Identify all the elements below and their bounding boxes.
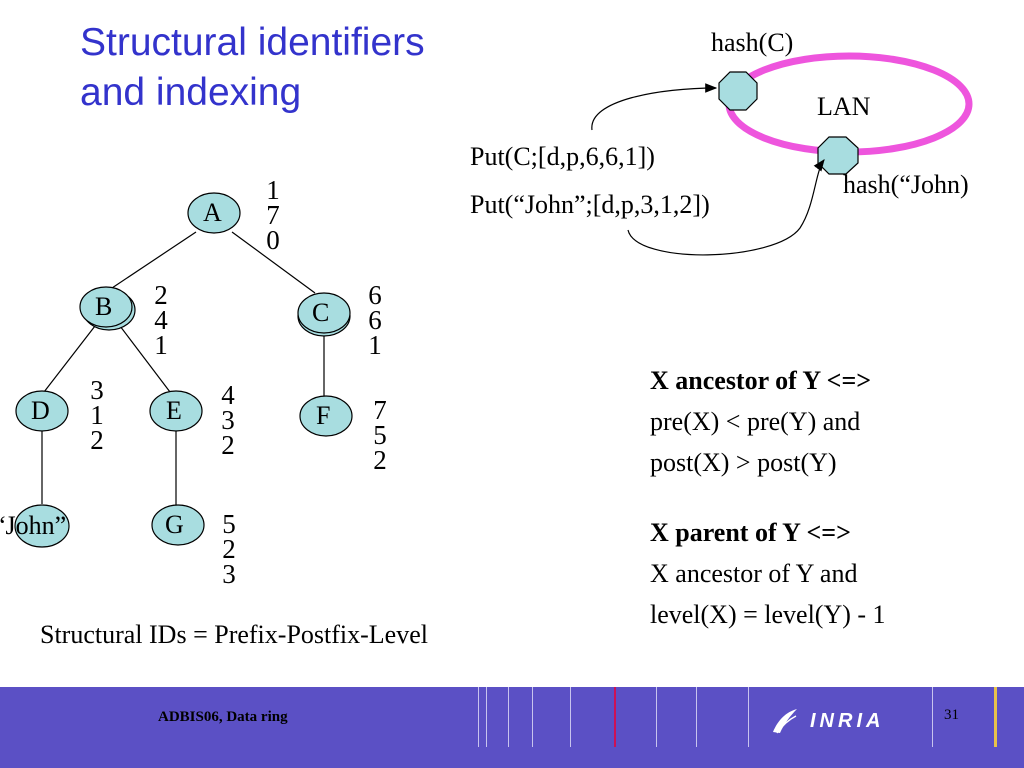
- prefix-d: 3: [90, 375, 104, 405]
- put-john-label: Put(“John”;[d,p,3,1,2]): [470, 190, 710, 219]
- footer-divider: [486, 687, 487, 747]
- arrow-put-c: [591, 83, 718, 131]
- hash-c-label: hash(C): [711, 28, 794, 57]
- lan-label: LAN: [817, 92, 871, 121]
- prefix-g: 5: [222, 509, 236, 539]
- postfix-f: 5: [373, 420, 387, 450]
- postfix-a: 7: [266, 200, 280, 230]
- footer-divider: [570, 687, 571, 747]
- hash-john-label: hash(“John): [843, 170, 969, 199]
- node-g: [151, 504, 205, 546]
- edge-a-c: [231, 231, 316, 294]
- parent-rule-line-2: level(X) = level(Y) - 1: [650, 600, 886, 629]
- footer-divider: [478, 687, 479, 747]
- ancestor-rule-line-1: pre(X) < pre(Y) and: [650, 407, 861, 436]
- put-c-label: Put(C;[d,p,6,6,1]): [470, 142, 655, 171]
- ring-node-hash-john: [817, 136, 859, 175]
- inria-logo-icon: [773, 709, 797, 734]
- ancestor-rule-head: X ancestor of Y <=>: [650, 366, 872, 395]
- level-d: 2: [90, 425, 104, 455]
- postfix-e: 3: [221, 405, 235, 435]
- footer-divider-accent: [614, 687, 616, 747]
- edge-b-e: [119, 325, 171, 393]
- inria-logo-text: INRIA: [810, 709, 885, 732]
- node-label-a: A: [203, 198, 222, 227]
- node-label-e: E: [166, 396, 182, 425]
- inria-logo: INRIA: [770, 705, 884, 737]
- ids-f: 7 5 2: [368, 395, 392, 475]
- title-line-1: Structural identifiers: [80, 21, 425, 64]
- tree-edges: [41, 231, 325, 505]
- node-c: [297, 292, 351, 334]
- prefix-f: 7: [373, 395, 387, 425]
- ancestor-rule-line-2: post(X) > post(Y): [650, 448, 837, 477]
- node-b: [79, 286, 133, 328]
- node-john: [14, 504, 70, 548]
- node-label-b: B: [95, 292, 113, 321]
- ids-a: 1 7 0: [261, 175, 285, 255]
- node-label-g: G: [165, 510, 184, 539]
- footer-divider: [508, 687, 509, 747]
- prefix-e: 4: [221, 380, 235, 410]
- postfix-c: 6: [368, 305, 382, 335]
- level-b: 1: [154, 330, 168, 360]
- footer-divider: [532, 687, 533, 747]
- ids-d: 3 1 2: [85, 375, 109, 455]
- node-label-d: D: [31, 396, 50, 425]
- structural-ids-caption: Structural IDs = Prefix-Postfix-Level: [40, 620, 428, 649]
- level-a: 0: [266, 225, 280, 255]
- node-f: [299, 395, 353, 437]
- footer-divider: [696, 687, 697, 747]
- tree-nodes: [14, 192, 353, 548]
- footer-bar: ADBIS06, Data ring INRIA 31: [0, 687, 1024, 768]
- footer-text: ADBIS06, Data ring: [158, 709, 288, 725]
- node-label-f: F: [316, 401, 331, 430]
- postfix-g: 2: [222, 534, 236, 564]
- postfix-d: 1: [90, 400, 104, 430]
- page-number: 31: [944, 707, 959, 723]
- arrow-put-john: [627, 159, 825, 256]
- prefix-c: 6: [368, 280, 382, 310]
- ids-b: 2 4 1: [149, 280, 173, 360]
- ring-node-hash-c: [718, 71, 758, 111]
- node-e: [149, 390, 203, 432]
- parent-rule: X parent of Y <=> X ancestor of Y and le…: [650, 512, 886, 635]
- footer-divider: [656, 687, 657, 747]
- level-e: 2: [221, 430, 235, 460]
- level-f: 2: [373, 445, 387, 475]
- page-title: Structural identifiers and indexing: [80, 18, 550, 118]
- postfix-b: 4: [154, 305, 168, 335]
- level-c: 1: [368, 330, 382, 360]
- ancestor-rule: X ancestor of Y <=> pre(X) < pre(Y) and …: [650, 360, 871, 483]
- prefix-b: 2: [154, 280, 168, 310]
- parent-rule-line-1: X ancestor of Y and: [650, 559, 858, 588]
- node-label-c: C: [312, 298, 330, 327]
- footer-divider: [932, 687, 933, 747]
- prefix-a: 1: [266, 175, 280, 205]
- tree-and-ring-diagram: [14, 52, 973, 548]
- ids-c: 6 6 1: [363, 280, 387, 360]
- parent-rule-head: X parent of Y <=>: [650, 518, 851, 547]
- level-g: 3: [222, 559, 236, 589]
- ids-e: 4 3 2: [216, 380, 240, 460]
- node-d: [15, 390, 69, 432]
- node-label-john: “John”: [0, 511, 67, 540]
- ids-g: 5 2 3: [217, 509, 241, 589]
- edge-b-d: [43, 325, 96, 393]
- footer-divider: [748, 687, 749, 747]
- edge-a-b: [111, 231, 197, 289]
- title-line-2: and indexing: [80, 71, 302, 114]
- footer-divider-gold: [994, 687, 997, 747]
- node-a: [187, 192, 241, 234]
